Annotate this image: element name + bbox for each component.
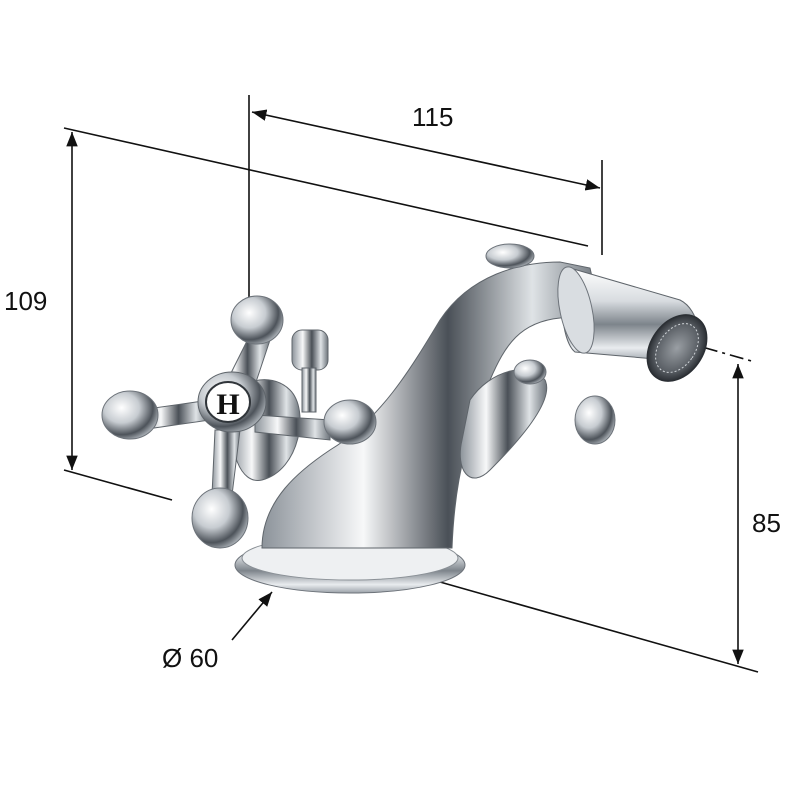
aerator — [646, 314, 708, 382]
handle-indicator-disc — [205, 381, 251, 423]
cross-knob-up — [230, 295, 284, 345]
front-cross-handle[interactable]: H — [101, 295, 377, 549]
rear-handle-knob-top — [513, 359, 547, 385]
cross-knob-left — [101, 390, 159, 440]
aerator-mesh — [655, 323, 699, 373]
hot-indicator-letter: H — [216, 388, 239, 421]
bottom-left-extension-line — [63, 469, 173, 501]
rear-handle-knob-right — [574, 395, 616, 445]
cross-knob-right — [323, 399, 377, 445]
height-dimension-label: 109 — [4, 286, 48, 316]
dimension-lines — [63, 95, 759, 673]
width-dimension-label: 115 — [412, 102, 454, 132]
cross-arm-right — [254, 414, 331, 441]
diameter-leader-arrow — [231, 591, 273, 641]
base-diameter-label: Ø 60 — [162, 643, 219, 673]
faucet-illustration: H — [101, 243, 708, 594]
rear-handle-hub — [459, 369, 548, 479]
width-dimension-arrow — [251, 109, 601, 191]
popup-lever-rod — [301, 367, 317, 413]
cross-knob-down — [191, 487, 249, 549]
top-rear-knob — [485, 243, 535, 269]
spout-height-dimension-label: 85 — [752, 508, 781, 538]
top-extension-line — [63, 127, 589, 247]
bottom-right-baseline — [439, 581, 759, 673]
nozzle-ring — [557, 266, 595, 354]
popup-lever-head — [291, 329, 329, 371]
cross-arm-down — [211, 429, 241, 496]
